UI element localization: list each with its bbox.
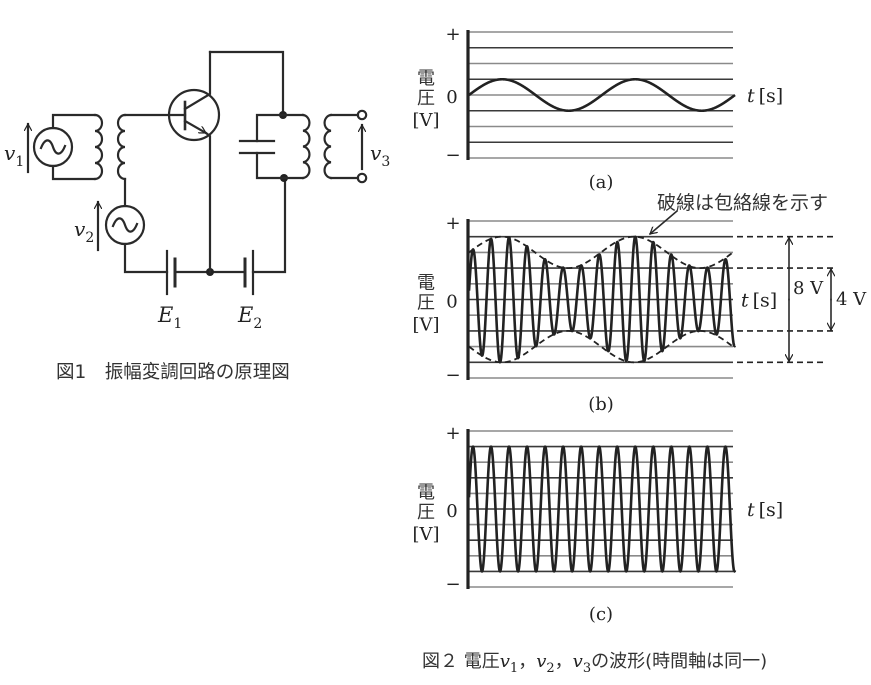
ac-source-circle	[32, 126, 74, 168]
envelope-note: 破線は包絡線を示す	[657, 192, 828, 214]
sine-symbol-icon	[39, 139, 67, 155]
ylabel-unit: [V]	[412, 110, 439, 131]
sine-symbol-icon	[111, 217, 139, 233]
minus-label: −	[445, 365, 460, 386]
transistor-circle	[167, 88, 221, 142]
npn-transistor	[167, 50, 221, 274]
dimension-label-8v: 8 V	[793, 278, 824, 299]
output-transformer-primary-coil	[301, 113, 311, 180]
zero-label: 0	[446, 501, 457, 522]
plot-title: (a)	[589, 172, 614, 193]
waveform-v2	[467, 445, 737, 573]
label-E2: E2	[237, 303, 262, 332]
figure2-caption: 図２ 電圧v1，v2，v3の波形(時間軸は同一)	[422, 651, 767, 676]
figure1-caption: 図1 振幅変調回路の原理図	[56, 362, 290, 383]
xlabel-t-s: t[s]	[747, 499, 783, 521]
ylabel-char: 圧	[417, 502, 435, 523]
waveform-v3	[467, 235, 737, 364]
ylabel-char: 圧	[417, 293, 435, 314]
wire-collector-to-tank	[208, 50, 285, 117]
output-terminal	[356, 109, 368, 121]
transistor-emitter-arrow-icon	[183, 119, 208, 135]
wire-cap-bottom	[255, 151, 286, 180]
minus-label: −	[445, 145, 460, 166]
zero-label: 0	[446, 292, 457, 313]
ylabel-char: 電	[417, 273, 435, 294]
battery-E2	[243, 249, 255, 296]
ylabel-unit: [V]	[412, 315, 439, 336]
plot-title: (b)	[588, 394, 614, 415]
input-transformer-primary-coil	[93, 113, 104, 181]
output-transformer-secondary-coil	[323, 113, 333, 180]
ac-source-v2	[98, 200, 146, 252]
zero-label: 0	[446, 87, 457, 108]
plot-title: (c)	[589, 604, 613, 625]
waveform-plots: +−0電圧[V]t[s](a)+−0電圧[V]t[s](b)8 V4 V+−0電…	[412, 24, 867, 625]
waveform-v1	[468, 77, 736, 113]
battery-E1	[165, 249, 177, 296]
xlabel-t-s: t[s]	[747, 85, 783, 107]
wire-cap-top	[255, 113, 285, 143]
label-v3: v3	[370, 141, 390, 170]
dimension-label-4v: 4 V	[836, 289, 867, 310]
plus-label: +	[445, 24, 460, 45]
tank-circuit	[238, 109, 368, 184]
ylabel-unit: [V]	[412, 524, 439, 545]
output-terminal	[356, 172, 368, 184]
wire-v1-top	[51, 113, 97, 130]
transistor-emitter-lead	[204, 131, 212, 274]
label-v1: v1	[4, 141, 24, 170]
ac-source-v1	[28, 113, 97, 181]
minus-label: −	[445, 574, 460, 595]
input-transformer-secondary-coil	[116, 113, 127, 181]
ylabel-char: 電	[417, 482, 435, 503]
ylabel-char: 電	[417, 68, 435, 89]
wire-E2-to-tank	[251, 176, 287, 274]
xlabel-t-s: t[s]	[741, 290, 777, 312]
ylabel-char: 圧	[417, 88, 435, 109]
label-E1: E1	[157, 303, 182, 332]
transistor-collector	[183, 50, 212, 111]
wire-v1-bottom	[51, 164, 97, 181]
plus-label: +	[445, 423, 460, 444]
envelope-note-arrow-icon	[648, 209, 679, 236]
wire-v2-to-E1	[123, 242, 169, 274]
label-v2: v2	[74, 217, 94, 246]
plus-label: +	[445, 213, 460, 234]
circuit-diagram: v1 v2 v3 E1 E2 図1 振幅変調回路の原理図	[4, 50, 390, 383]
